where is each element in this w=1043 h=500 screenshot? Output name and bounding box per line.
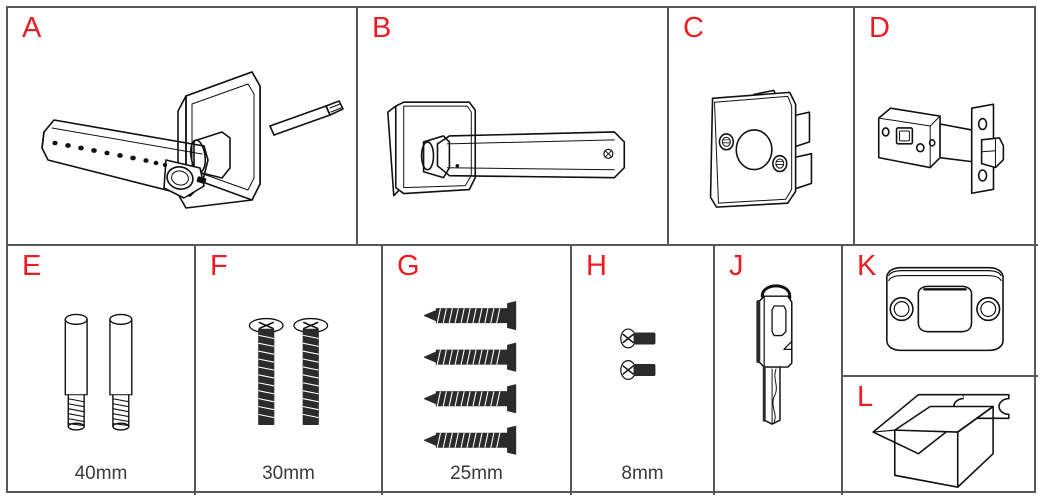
part-illustration-K xyxy=(843,246,1038,375)
part-size-F: 30mm xyxy=(262,463,315,484)
part-size-G: 25mm xyxy=(450,463,503,484)
part-label-C: C xyxy=(683,12,705,44)
part-illustration-A xyxy=(8,8,356,244)
part-label-A: A xyxy=(22,12,42,44)
part-cell-J: J xyxy=(713,244,841,495)
part-illustration-C xyxy=(669,8,853,244)
part-cell-A: A xyxy=(8,8,356,244)
part-cell-H: H 8mm xyxy=(570,244,713,495)
part-cell-K: K xyxy=(841,244,1038,375)
part-cell-G: G xyxy=(381,244,570,495)
part-illustration-L xyxy=(843,377,1038,495)
parts-grid: A xyxy=(6,6,1038,495)
part-label-H: H xyxy=(586,250,608,282)
part-label-E: E xyxy=(22,250,42,282)
part-illustration-E xyxy=(8,246,194,495)
part-label-D: D xyxy=(869,12,891,44)
part-cell-D: D xyxy=(853,8,1038,244)
part-cell-L: L xyxy=(841,375,1038,495)
part-cell-C: C xyxy=(667,8,853,244)
part-size-E: 40mm xyxy=(74,463,128,484)
part-illustration-G xyxy=(383,246,570,495)
part-label-F: F xyxy=(210,250,229,282)
part-illustration-J xyxy=(715,246,841,495)
part-label-J: J xyxy=(729,250,744,282)
part-size-H: 8mm xyxy=(621,463,664,484)
part-label-L: L xyxy=(857,381,874,413)
part-illustration-D xyxy=(855,8,1038,244)
part-label-K: K xyxy=(857,250,877,282)
part-label-G: G xyxy=(397,250,421,282)
part-label-B: B xyxy=(372,12,392,44)
part-illustration-H xyxy=(572,246,713,495)
part-cell-F: F xyxy=(194,244,381,495)
part-illustration-B xyxy=(358,8,667,244)
part-cell-B: B xyxy=(356,8,667,244)
part-cell-E: E xyxy=(8,244,194,495)
part-illustration-F xyxy=(196,246,381,495)
